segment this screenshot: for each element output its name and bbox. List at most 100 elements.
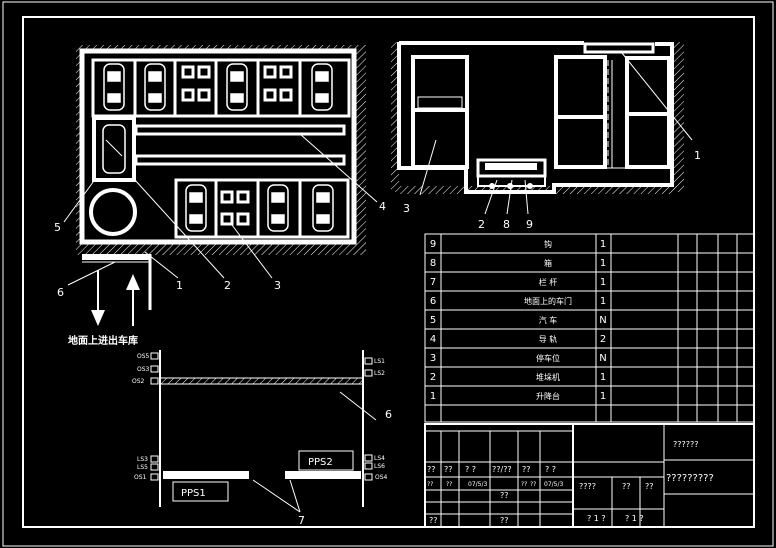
pps2-box — [298, 450, 354, 471]
part-name: 地面上的车门 — [524, 296, 572, 306]
tb-r2: 07/5/3 — [544, 481, 563, 488]
part-qty: N — [599, 315, 606, 326]
section-callout: 9 — [526, 218, 533, 231]
part-qty: 1 — [600, 239, 606, 250]
tb-r3: ???? — [579, 482, 596, 491]
pps-label: PPS2 — [308, 457, 333, 468]
part-number: 8 — [430, 258, 436, 269]
part-number: 6 — [430, 296, 436, 307]
tb-r2: ?? — [446, 481, 452, 488]
tb-r2: ?? — [427, 481, 433, 488]
bottom-parking-row — [174, 178, 350, 239]
sensor-label: OS2 — [132, 378, 145, 385]
car-icon — [185, 184, 334, 232]
part-qty: 2 — [600, 334, 606, 345]
sensor-label: LS4 — [374, 455, 385, 462]
tb-r1: ? ? — [545, 465, 556, 474]
top-rail — [583, 42, 655, 54]
part-qty: 1 — [600, 258, 606, 269]
tb-r2: 07/5/3 — [468, 481, 487, 488]
plan-callout: 4 — [379, 200, 386, 213]
car-icon — [102, 124, 126, 174]
title-block — [424, 423, 755, 528]
part-name: 导 轨 — [539, 334, 558, 344]
plan-callout: 6 — [57, 286, 64, 299]
plan-wall — [79, 48, 357, 245]
part-qty: 1 — [600, 391, 606, 402]
section-callout: 8 — [503, 218, 510, 231]
sensor-label: LS1 — [374, 358, 385, 365]
part-qty: N — [599, 353, 606, 364]
part-number: 4 — [430, 334, 436, 345]
down-arrow-icon — [91, 310, 105, 326]
tb-r1: ??/?? — [492, 465, 512, 474]
plan-caption: 地面上进出车库 — [68, 334, 138, 347]
part-name: 钩 — [544, 239, 552, 249]
tb-r2: ?? — [521, 481, 527, 488]
part-number: 1 — [430, 391, 436, 402]
up-arrow-icon — [126, 274, 140, 290]
part-name: 栏 杆 — [539, 277, 558, 287]
sensor-layout-view — [150, 350, 377, 513]
part-name: 升降台 — [536, 391, 560, 401]
tb-r1: ?? — [427, 465, 436, 474]
floor-bar — [285, 471, 361, 479]
title-block-a: ?????? — [673, 440, 698, 449]
part-number: 7 — [430, 277, 436, 288]
tb-r3: ?? — [645, 482, 654, 491]
title-block-b: ????????? — [666, 473, 714, 484]
part-name: 停车位 — [536, 353, 560, 363]
sensor-label: LS3 — [137, 456, 148, 463]
part-number: 2 — [430, 372, 436, 383]
part-name: 堆垛机 — [536, 372, 560, 382]
guide-rail — [134, 124, 346, 136]
lower-callout: 7 — [298, 514, 305, 527]
sensor-label: OS4 — [375, 474, 388, 481]
tb-r1: ?? — [522, 465, 531, 474]
stacker-cell — [92, 116, 136, 182]
part-qty: 1 — [600, 372, 606, 383]
empty-slot-icon — [220, 190, 250, 226]
section-callout: 1 — [694, 149, 701, 162]
parts-list-table — [424, 233, 755, 423]
garage-plan-view — [63, 45, 378, 326]
plan-callout: 5 — [54, 221, 61, 234]
pps-label: PPS1 — [181, 488, 206, 499]
part-qty: 1 — [600, 296, 606, 307]
lower-callout: 6 — [385, 408, 392, 421]
lift-platform — [89, 188, 137, 236]
sensor-label: OS3 — [137, 366, 150, 373]
tb-r5: ? 1 ? — [625, 514, 644, 523]
tb-r4: ?? — [500, 491, 509, 500]
sensor-label: OS5 — [137, 353, 150, 360]
part-number: 3 — [430, 353, 436, 364]
door-panel — [159, 377, 364, 385]
pps1-box — [172, 481, 229, 502]
sensor-label: LS2 — [374, 370, 385, 377]
tb-r3: ?? — [622, 482, 631, 491]
part-name: 箱 — [544, 258, 552, 268]
tb-r2: ?? — [530, 481, 536, 488]
part-name: 汽 车 — [539, 315, 558, 325]
car-icon — [103, 63, 333, 111]
plan-callout: 2 — [224, 279, 231, 292]
sensor-label: LS5 — [137, 464, 148, 471]
garage-section-view — [391, 41, 693, 215]
section-callout: 2 — [478, 218, 485, 231]
empty-slot-icon — [181, 65, 293, 102]
entrance-door — [82, 254, 150, 260]
tb-r5: ? 1 ? — [587, 514, 606, 523]
sensor-label: LS6 — [374, 463, 385, 470]
part-qty: 1 — [600, 277, 606, 288]
tb-r6: ?? — [429, 516, 438, 525]
floor-bar — [163, 471, 249, 479]
plan-leader-lines — [63, 133, 378, 286]
part-number: 9 — [430, 239, 436, 250]
guide-rail — [134, 154, 346, 166]
section-callout: 3 — [403, 202, 410, 215]
rack — [554, 55, 607, 169]
top-parking-row — [91, 58, 351, 118]
